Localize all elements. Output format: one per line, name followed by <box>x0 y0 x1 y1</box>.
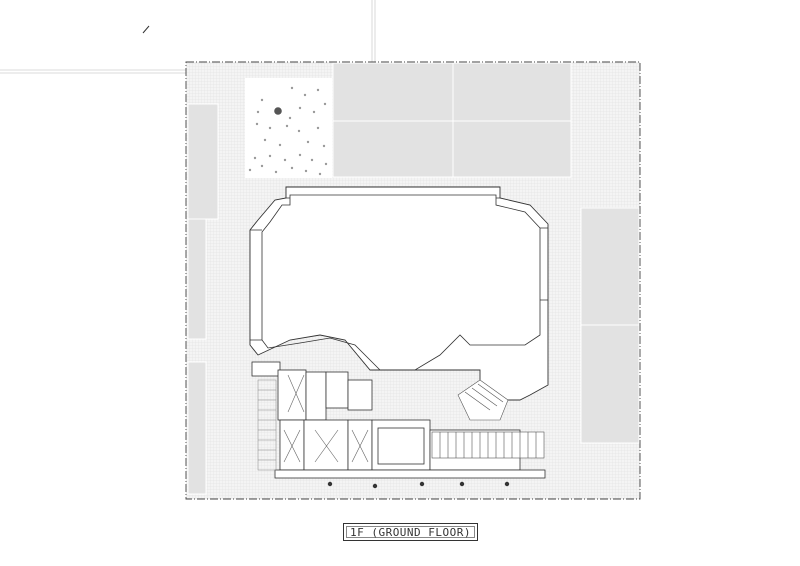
ramp-left <box>257 379 277 471</box>
stair-diagonal <box>457 379 509 421</box>
columns <box>327 481 510 489</box>
drawing-title-box: 1F (GROUND FLOOR) <box>343 523 478 541</box>
room-crosses <box>283 374 369 463</box>
north-arrow-icon <box>142 25 150 34</box>
drawing-title: 1F (GROUND FLOOR) <box>349 525 472 539</box>
stair-flight <box>431 431 545 459</box>
tree-dot <box>274 107 282 115</box>
garden-area <box>245 78 332 178</box>
main-hall <box>249 186 549 401</box>
roof-blocks <box>187 62 640 495</box>
